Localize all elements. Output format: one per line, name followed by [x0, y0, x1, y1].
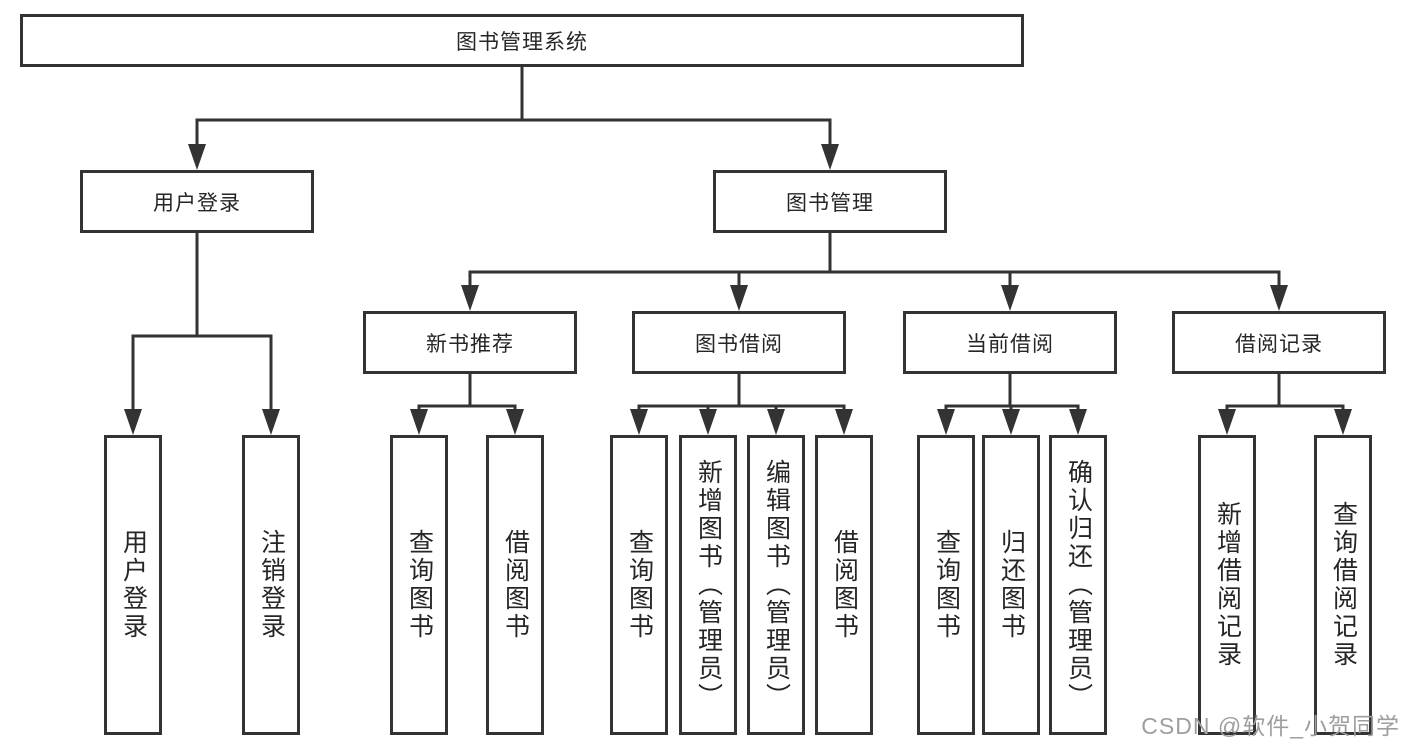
arrowheads: [124, 144, 1352, 435]
node-borrowing-records: 借阅记录: [1172, 311, 1386, 374]
leaf-add-books-admin: 新增图书（管理员）: [679, 435, 737, 735]
leaf-edit-books-admin: 编辑图书（管理员）: [747, 435, 805, 735]
leaf-logout: 注销登录: [242, 435, 300, 735]
leaf-query-books-recommend: 查询图书: [390, 435, 448, 735]
node-book-borrowing: 图书借阅: [632, 311, 846, 374]
leaf-borrow-books-borrowing: 借阅图书: [815, 435, 873, 735]
leaf-borrow-books-recommend: 借阅图书: [486, 435, 544, 735]
leaf-query-books-current: 查询图书: [917, 435, 975, 735]
leaf-add-borrow-record: 新增借阅记录: [1198, 435, 1256, 735]
node-library-management-system: 图书管理系统: [20, 14, 1024, 67]
csdn-watermark: CSDN @软件_小贺同学: [1141, 713, 1400, 739]
node-book-management: 图书管理: [713, 170, 947, 233]
node-user-login: 用户登录: [80, 170, 314, 233]
node-current-borrowing: 当前借阅: [903, 311, 1117, 374]
leaf-query-books-borrowing: 查询图书: [610, 435, 668, 735]
leaf-user-login: 用户登录: [104, 435, 162, 735]
leaf-query-borrow-record: 查询借阅记录: [1314, 435, 1372, 735]
node-new-book-recommendation: 新书推荐: [363, 311, 577, 374]
leaf-confirm-return-admin: 确认归还（管理员）: [1049, 435, 1107, 735]
leaf-return-books: 归还图书: [982, 435, 1040, 735]
